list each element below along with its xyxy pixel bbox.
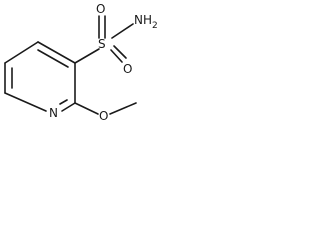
ring-bond-c2-n — [61, 102, 76, 112]
bond-s-o-right-b — [113, 45, 127, 59]
atom-sulfur: S — [98, 37, 106, 51]
bond-c3-s — [74, 48, 100, 64]
amine-label: NH — [134, 13, 152, 27]
atom-methoxy-oxygen: O — [99, 109, 108, 123]
ring-double-bond-c2-n — [59, 99, 68, 105]
ring-bond-c4-c3 — [37, 41, 76, 64]
atom-oxygen-top: O — [96, 2, 105, 16]
pyridine-ring — [4, 41, 76, 112]
atom-ring-nitrogen: N — [49, 106, 58, 120]
sulfonamide-group: O S O NH2 — [74, 2, 158, 76]
ring-bond-c5-c4 — [4, 41, 39, 64]
ring-bond-n-c6 — [4, 92, 47, 112]
bond-s-nh2 — [111, 23, 134, 39]
atom-amine: NH2 — [134, 13, 158, 31]
bond-c2-o — [74, 102, 99, 115]
ring-double-bond-c4-c3 — [37, 49, 69, 68]
bond-s-o-right-a — [110, 49, 123, 63]
methoxy-group: O — [74, 102, 137, 123]
bond-o-ch3 — [109, 102, 137, 115]
atom-oxygen-right: O — [123, 62, 132, 76]
chemical-structure: O S O NH2 N O — [4, 2, 158, 123]
amine-subscript: 2 — [152, 21, 158, 31]
